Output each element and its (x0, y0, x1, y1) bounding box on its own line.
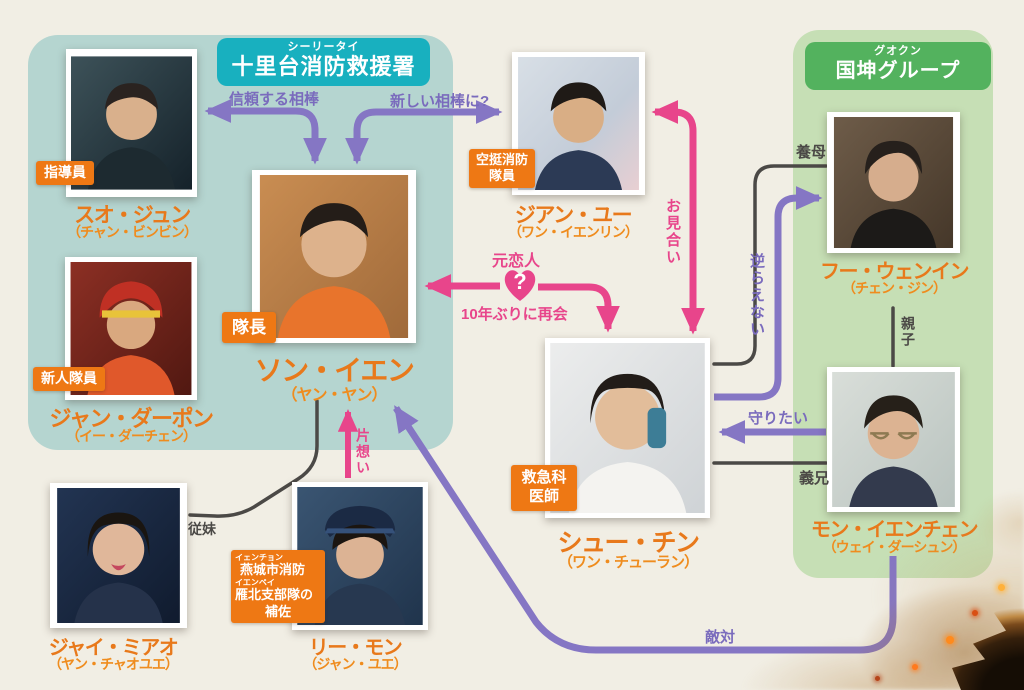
role-xu-qin-line1: 救急科 (521, 469, 567, 486)
photo-song-yan (252, 170, 416, 343)
actor-meng-yanchen: （ウェイ・ダーシュン） (822, 539, 967, 555)
ember-dot (875, 676, 880, 681)
actor-suo-jun: （チャン・ビンビン） (67, 224, 198, 240)
label-parent-child: 親子 (900, 316, 916, 348)
fire-station-header: シーリータイ 十里台消防救援署 (217, 38, 430, 86)
label-hostility: 敵対 (705, 629, 736, 646)
role-li-meng-line3: 補佐 (264, 603, 291, 619)
burn-hole (952, 588, 1024, 690)
role-li-meng-ruby2: イエンペイ (235, 578, 275, 588)
ember-dot (912, 664, 918, 670)
ember-dot (998, 584, 1005, 591)
label-new-partner: 新しい相棒に? (390, 93, 490, 110)
actor-zhai-miao: （ヤン・チャオユエ） (48, 656, 179, 672)
fire-station-ruby: シーリータイ (287, 41, 360, 53)
name-suo-jun: スオ・ジュン (74, 204, 191, 227)
role-li-meng-line1: 燕城市消防 (240, 562, 306, 577)
label-omiai: お見合い (664, 198, 681, 266)
label-want-to-protect: 守りたい (748, 410, 809, 427)
name-fu-wenying: フー・ウェンイン (820, 261, 970, 283)
guokun-ruby: グオクン (874, 45, 922, 57)
name-jiang-yu: ジアン・ユー (514, 204, 633, 227)
role-xu-qin-line2: 医師 (528, 487, 559, 505)
name-li-meng: リー・モン (308, 637, 403, 659)
role-badge-jiang-dapeng: 新人隊員 (33, 367, 105, 391)
portrait-zhai-miao (55, 488, 182, 623)
role-li-meng-line2: 雁北支部隊の (235, 587, 314, 603)
role-jiang-yu-line1: 空挺消防 (475, 152, 528, 167)
portrait-fu-wenying (832, 117, 955, 248)
role-badge-li-meng: イェンチョン 燕城市消防 イエンペイ 雁北支部隊の 補佐 (231, 550, 325, 623)
label-ex-lovers: 元恋人 (492, 253, 541, 270)
guokun-header: グオクン 国坤グループ (805, 42, 991, 90)
ember-dot (946, 636, 954, 644)
name-song-yan: ソン・イエン (254, 355, 415, 386)
photo-zhai-miao (50, 483, 187, 628)
label-adoptive-mother: 養母 (796, 144, 827, 161)
label-one-sided-love: 片想い (355, 428, 371, 476)
guokun-name: 国坤グループ (835, 60, 961, 82)
label-reunion: 10年ぶりに再会 (461, 306, 568, 323)
heart-question-mark: ? (513, 269, 527, 294)
fire-station-name: 十里台消防救援署 (231, 54, 416, 79)
role-badge-song-yan: 隊長 (222, 312, 276, 344)
actor-jiang-dapeng: （イー・ダーチェン） (66, 428, 197, 444)
portrait-jiang-dapeng (70, 262, 192, 395)
actor-xu-qin: （ワン・チューラン） (557, 554, 699, 571)
label-brother-in-law: 義兄 (799, 470, 830, 487)
label-cannot-defy: 逆らえない (748, 253, 765, 338)
actor-song-yan: （ヤン・ヤン） (281, 387, 387, 404)
photo-suo-jun (66, 49, 197, 197)
role-badge-suo-jun: 指導員 (36, 161, 94, 185)
portrait-song-yan (257, 175, 411, 338)
ex-lovers-heart-icon: ? (500, 266, 540, 306)
role-badge-xu-qin: 救急科 医師 (511, 465, 577, 511)
actor-fu-wenying: （チェン・ジン） (842, 280, 947, 296)
name-zhai-miao: ジャイ・ミアオ (48, 637, 179, 659)
role-jiang-yu-line2: 隊員 (488, 168, 515, 184)
actor-li-meng: （ジャン・ユエ） (303, 656, 407, 672)
role-li-meng-ruby1: イェンチョン (235, 553, 283, 562)
label-cousin: 従妹 (188, 521, 216, 537)
photo-meng-yanchen (827, 367, 960, 512)
portrait-meng-yanchen (832, 372, 955, 507)
photo-fu-wenying (827, 112, 960, 253)
name-jiang-dapeng: ジャン・ダーポン (49, 406, 214, 431)
portrait-jiang-yu (517, 57, 640, 190)
label-trusted-partner: 信頼する相棒 (229, 91, 320, 108)
photo-jiang-dapeng (65, 257, 197, 400)
role-badge-jiang-yu: 空挺消防 隊員 (469, 149, 535, 188)
ember-dot (972, 610, 978, 616)
actor-jiang-yu: （ワン・イエンリン） (508, 224, 639, 240)
